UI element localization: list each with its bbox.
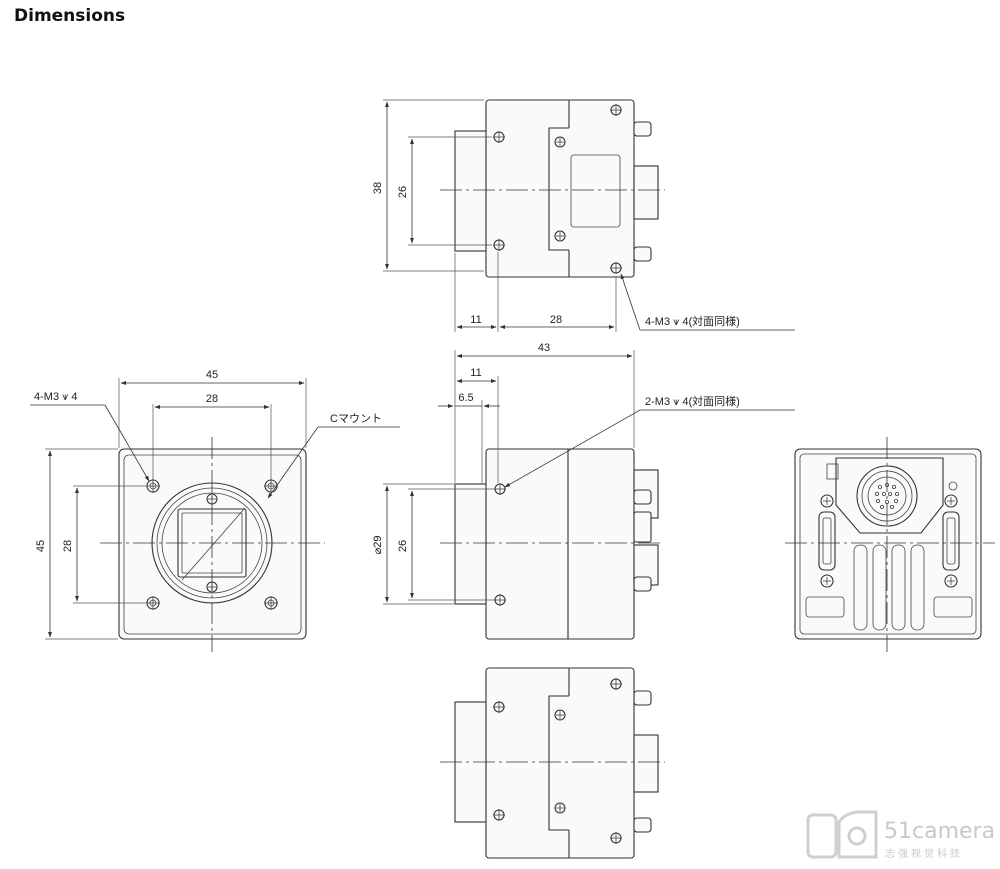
side-view: 43 11 6.5 ⌀29 26 2-M3 ⩛ 4(対面同様) (372, 342, 795, 640)
screw-hole-icon (493, 701, 505, 713)
screw-hole-icon (493, 239, 505, 251)
screw-icon (554, 230, 566, 242)
dim-height-45: 45 (35, 540, 47, 552)
camera-logo-icon (806, 810, 878, 859)
screw-hole-icon (610, 262, 622, 274)
dim-height-38: 38 (372, 182, 384, 194)
dim-inner-height-28: 28 (62, 540, 74, 552)
watermark: 51camera 志强视觉科技 (806, 810, 995, 860)
dim-front-offset-11: 11 (470, 367, 481, 379)
screw-hole-icon (493, 131, 505, 143)
screw-hole-icon (494, 483, 506, 495)
screw-hole-icon (610, 104, 622, 116)
screw-icon (820, 494, 834, 508)
callout-mounting-holes: 4-M3 ⩛ 4(対面同様) (645, 314, 740, 328)
dim-length-43: 43 (538, 342, 550, 354)
dim-hole-spacing-28: 28 (206, 393, 218, 405)
screw-hole-icon (493, 809, 505, 821)
dim-inner-height-26: 26 (397, 540, 409, 552)
front-view: 45 28 45 28 4-M3 ⩛ 4 Cマウント (30, 369, 400, 652)
screw-hole-icon (146, 596, 160, 610)
dim-inner-height-26: 26 (397, 186, 409, 198)
top-view: 38 26 11 28 4-M3 ⩛ 4(対面同様) (372, 99, 795, 332)
rear-view (785, 437, 995, 652)
callout-mounting-holes: 2-M3 ⩛ 4(対面同様) (645, 394, 740, 408)
bottom-view (440, 667, 665, 859)
screw-hole-icon (494, 594, 506, 606)
screw-hole-icon (610, 832, 622, 844)
page-title: Dimensions (14, 6, 126, 26)
dim-mount-depth-6-5: 6.5 (458, 392, 473, 404)
dim-front-offset-11: 11 (470, 314, 481, 326)
watermark-brand: 51camera (884, 819, 995, 844)
dim-hole-spacing-28: 28 (550, 314, 562, 326)
dim-width-45: 45 (206, 369, 218, 381)
led-indicator-icon (948, 481, 958, 491)
callout-mounting-holes: 4-M3 ⩛ 4 (34, 391, 78, 403)
watermark-subtitle: 志强视觉科技 (885, 847, 963, 860)
callout-c-mount: Cマウント (330, 412, 382, 425)
screw-icon (554, 136, 566, 148)
cooling-fins (853, 544, 925, 631)
screw-icon (554, 709, 566, 721)
screw-hole-icon (610, 678, 622, 690)
dim-mount-diameter-29: ⌀29 (372, 536, 384, 555)
data-port-icon (942, 511, 960, 571)
screw-icon (944, 494, 958, 508)
screw-icon (944, 574, 958, 588)
data-port-icon (818, 511, 836, 571)
screw-hole-icon (264, 596, 278, 610)
screw-icon (554, 802, 566, 814)
screw-icon (820, 574, 834, 588)
